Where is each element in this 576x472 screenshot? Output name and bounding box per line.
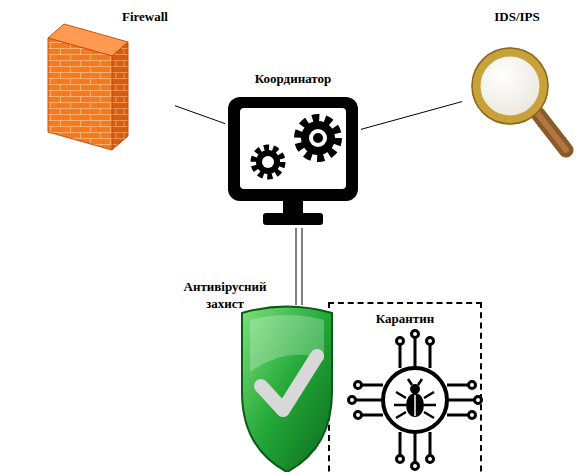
node-label: Firewall	[100, 8, 190, 25]
connector-line	[361, 102, 462, 130]
connector-line	[296, 228, 302, 305]
quarantine-box: Карантин	[328, 302, 482, 472]
shield-icon	[240, 305, 334, 472]
node-label: IDS/IPS	[462, 8, 572, 25]
connector-line	[175, 106, 225, 124]
node-label: Карантин	[330, 310, 480, 327]
bug-chip-icon	[349, 331, 482, 470]
ids-ips-node: IDS/IPS	[462, 8, 572, 165]
firewall-node: Firewall	[40, 8, 175, 155]
node-label: Антивірусний захист	[170, 278, 280, 312]
firewall-icon	[48, 24, 128, 150]
antivirus-node: Антивірусний захист	[240, 305, 334, 472]
node-label: Координатор	[225, 70, 361, 87]
monitor-icon	[228, 97, 358, 225]
magnifier-icon	[472, 48, 566, 150]
coordinator-node: Координатор	[225, 68, 361, 228]
